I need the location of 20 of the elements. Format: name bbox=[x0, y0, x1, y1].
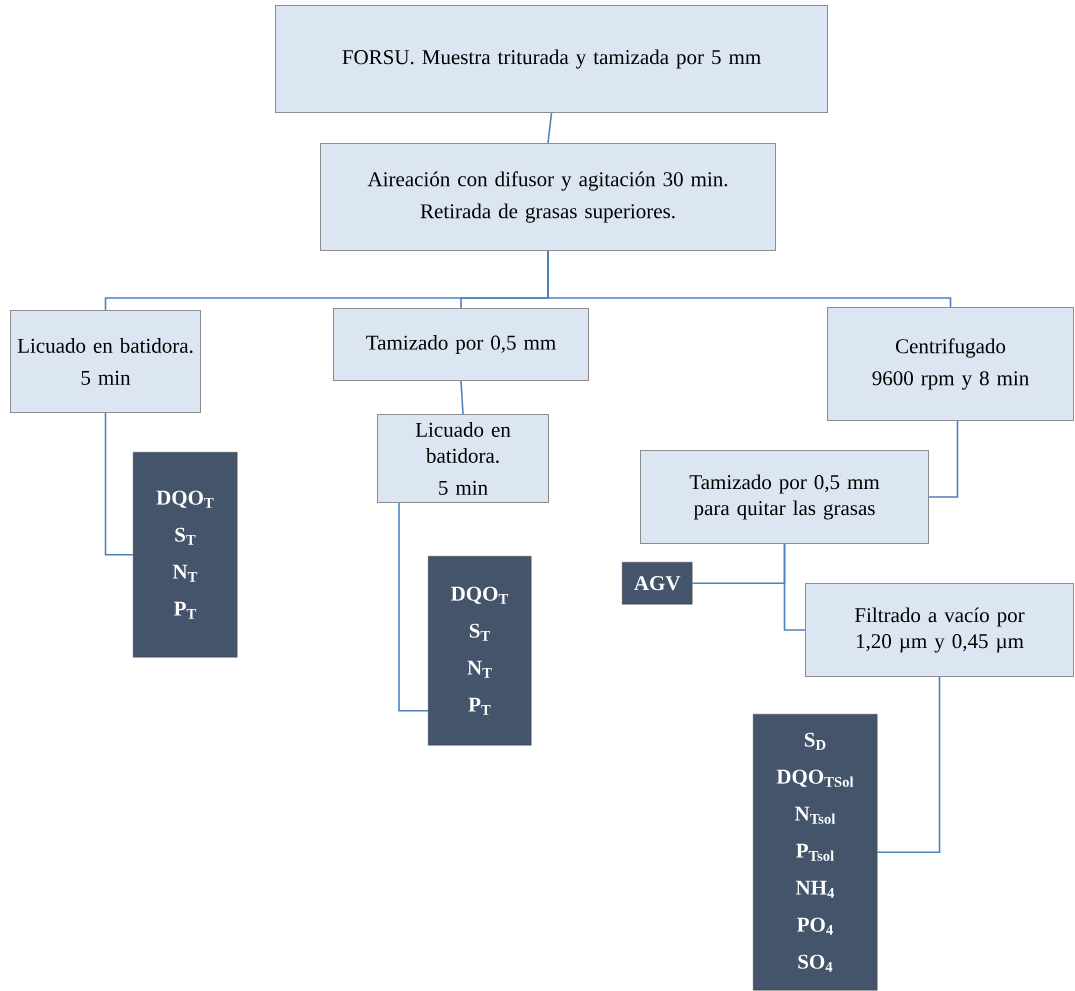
connector-line bbox=[547, 250, 952, 308]
process-box: Tamizado por 0,5 mm bbox=[333, 308, 589, 381]
connector-line bbox=[876, 676, 941, 853]
process-box: Licuado en batidora. 5 min bbox=[377, 414, 549, 503]
connector-line bbox=[398, 502, 429, 712]
process-box: Centrifugado 9600 rpm y 8 min bbox=[827, 307, 1074, 421]
process-box: Tamizado por 0,5 mm para quitar las grasas bbox=[640, 450, 929, 544]
process-box: Filtrado a vacío por 1,20 µm y 0,45 µm bbox=[805, 583, 1074, 677]
connector-line bbox=[547, 112, 553, 144]
result-box: S$_{D}$ DQO$_{TSol}$ N$_{Tsol}$ P$_{Tsol}$ NH$_{4}$ PO$_{4}$ SO$_{4}$ bbox=[753, 714, 878, 991]
process-box: FORSU. Muestra triturada y tamizada por 5 mm bbox=[275, 5, 828, 113]
result-box: DQO$_{T}$ S$_{T}$ N$_{T}$ P$_{T}$ bbox=[133, 452, 238, 658]
result-box: DQO$_{T}$ S$_{T}$ N$_{T}$ P$_{T}$ bbox=[428, 556, 532, 746]
connector-line bbox=[460, 380, 464, 415]
process-box: Licuado en batidora. 5 min bbox=[10, 310, 201, 413]
process-box: Aireación con difusor y agitación 30 min. Retirada de grasas superiores. bbox=[320, 143, 776, 251]
connector-line bbox=[928, 420, 959, 498]
result-box: AGV bbox=[622, 562, 693, 605]
connector-line bbox=[783, 543, 806, 631]
connector-line bbox=[104, 412, 134, 556]
